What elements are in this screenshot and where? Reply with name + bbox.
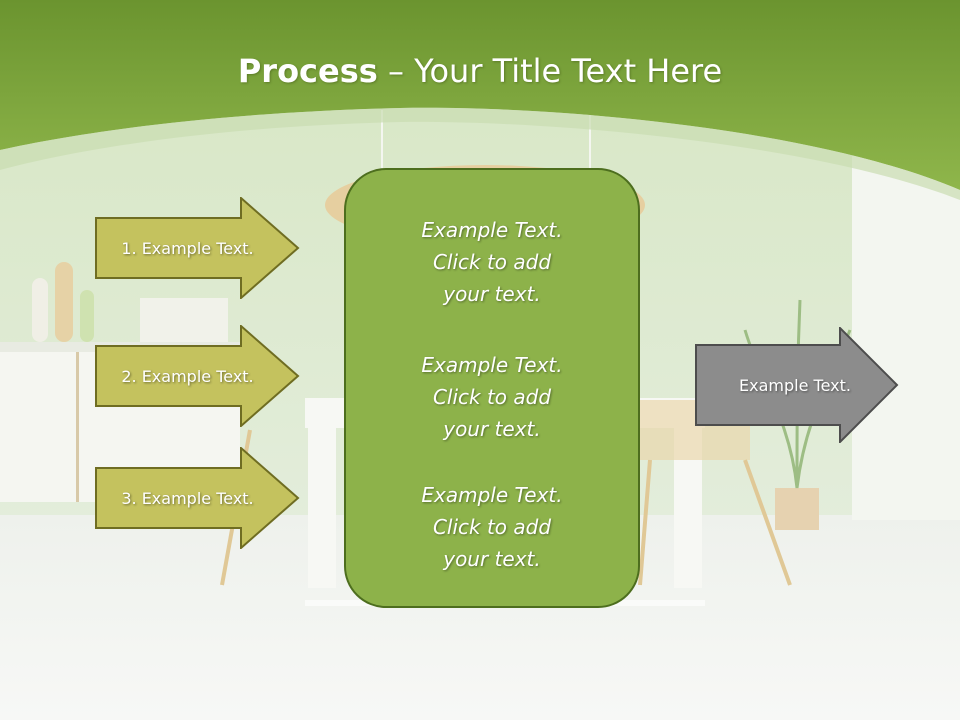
slide-title: Process – Your Title Text Here [0,52,960,90]
center-text-line: Example Text. [421,353,563,377]
arrow-right-shape [95,447,300,549]
center-text-line: Click to add [432,515,552,539]
center-text-line: your text. [443,547,541,571]
step-label: 2. Example Text. [121,366,254,386]
center-text-line: Example Text. [421,218,563,242]
arrow-right-shape [695,327,899,443]
step-arrow-3[interactable]: 3. Example Text. [95,447,300,549]
center-text-line: your text. [443,282,541,306]
arrow-right-shape [95,325,300,427]
center-text-line: Click to add [432,250,552,274]
center-text-block-1[interactable]: Example Text. Click to add your text. [346,214,638,310]
step-label: 1. Example Text. [121,238,254,258]
title-rest: – Your Title Text Here [377,52,723,90]
center-text-line: your text. [443,417,541,441]
center-process-box[interactable]: Example Text. Click to add your text. Ex… [344,168,640,608]
step-arrow-1[interactable]: 1. Example Text. [95,197,300,299]
output-label: Example Text. [739,375,851,395]
center-text-block-3[interactable]: Example Text. Click to add your text. [346,479,638,575]
step-label: 3. Example Text. [121,488,254,508]
step-arrow-2[interactable]: 2. Example Text. [95,325,300,427]
center-text-block-2[interactable]: Example Text. Click to add your text. [346,349,638,445]
output-arrow[interactable]: Example Text. [695,327,900,443]
center-text-line: Click to add [432,385,552,409]
title-bold: Process [237,52,378,90]
center-text-line: Example Text. [421,483,563,507]
arrow-right-shape [95,197,300,299]
